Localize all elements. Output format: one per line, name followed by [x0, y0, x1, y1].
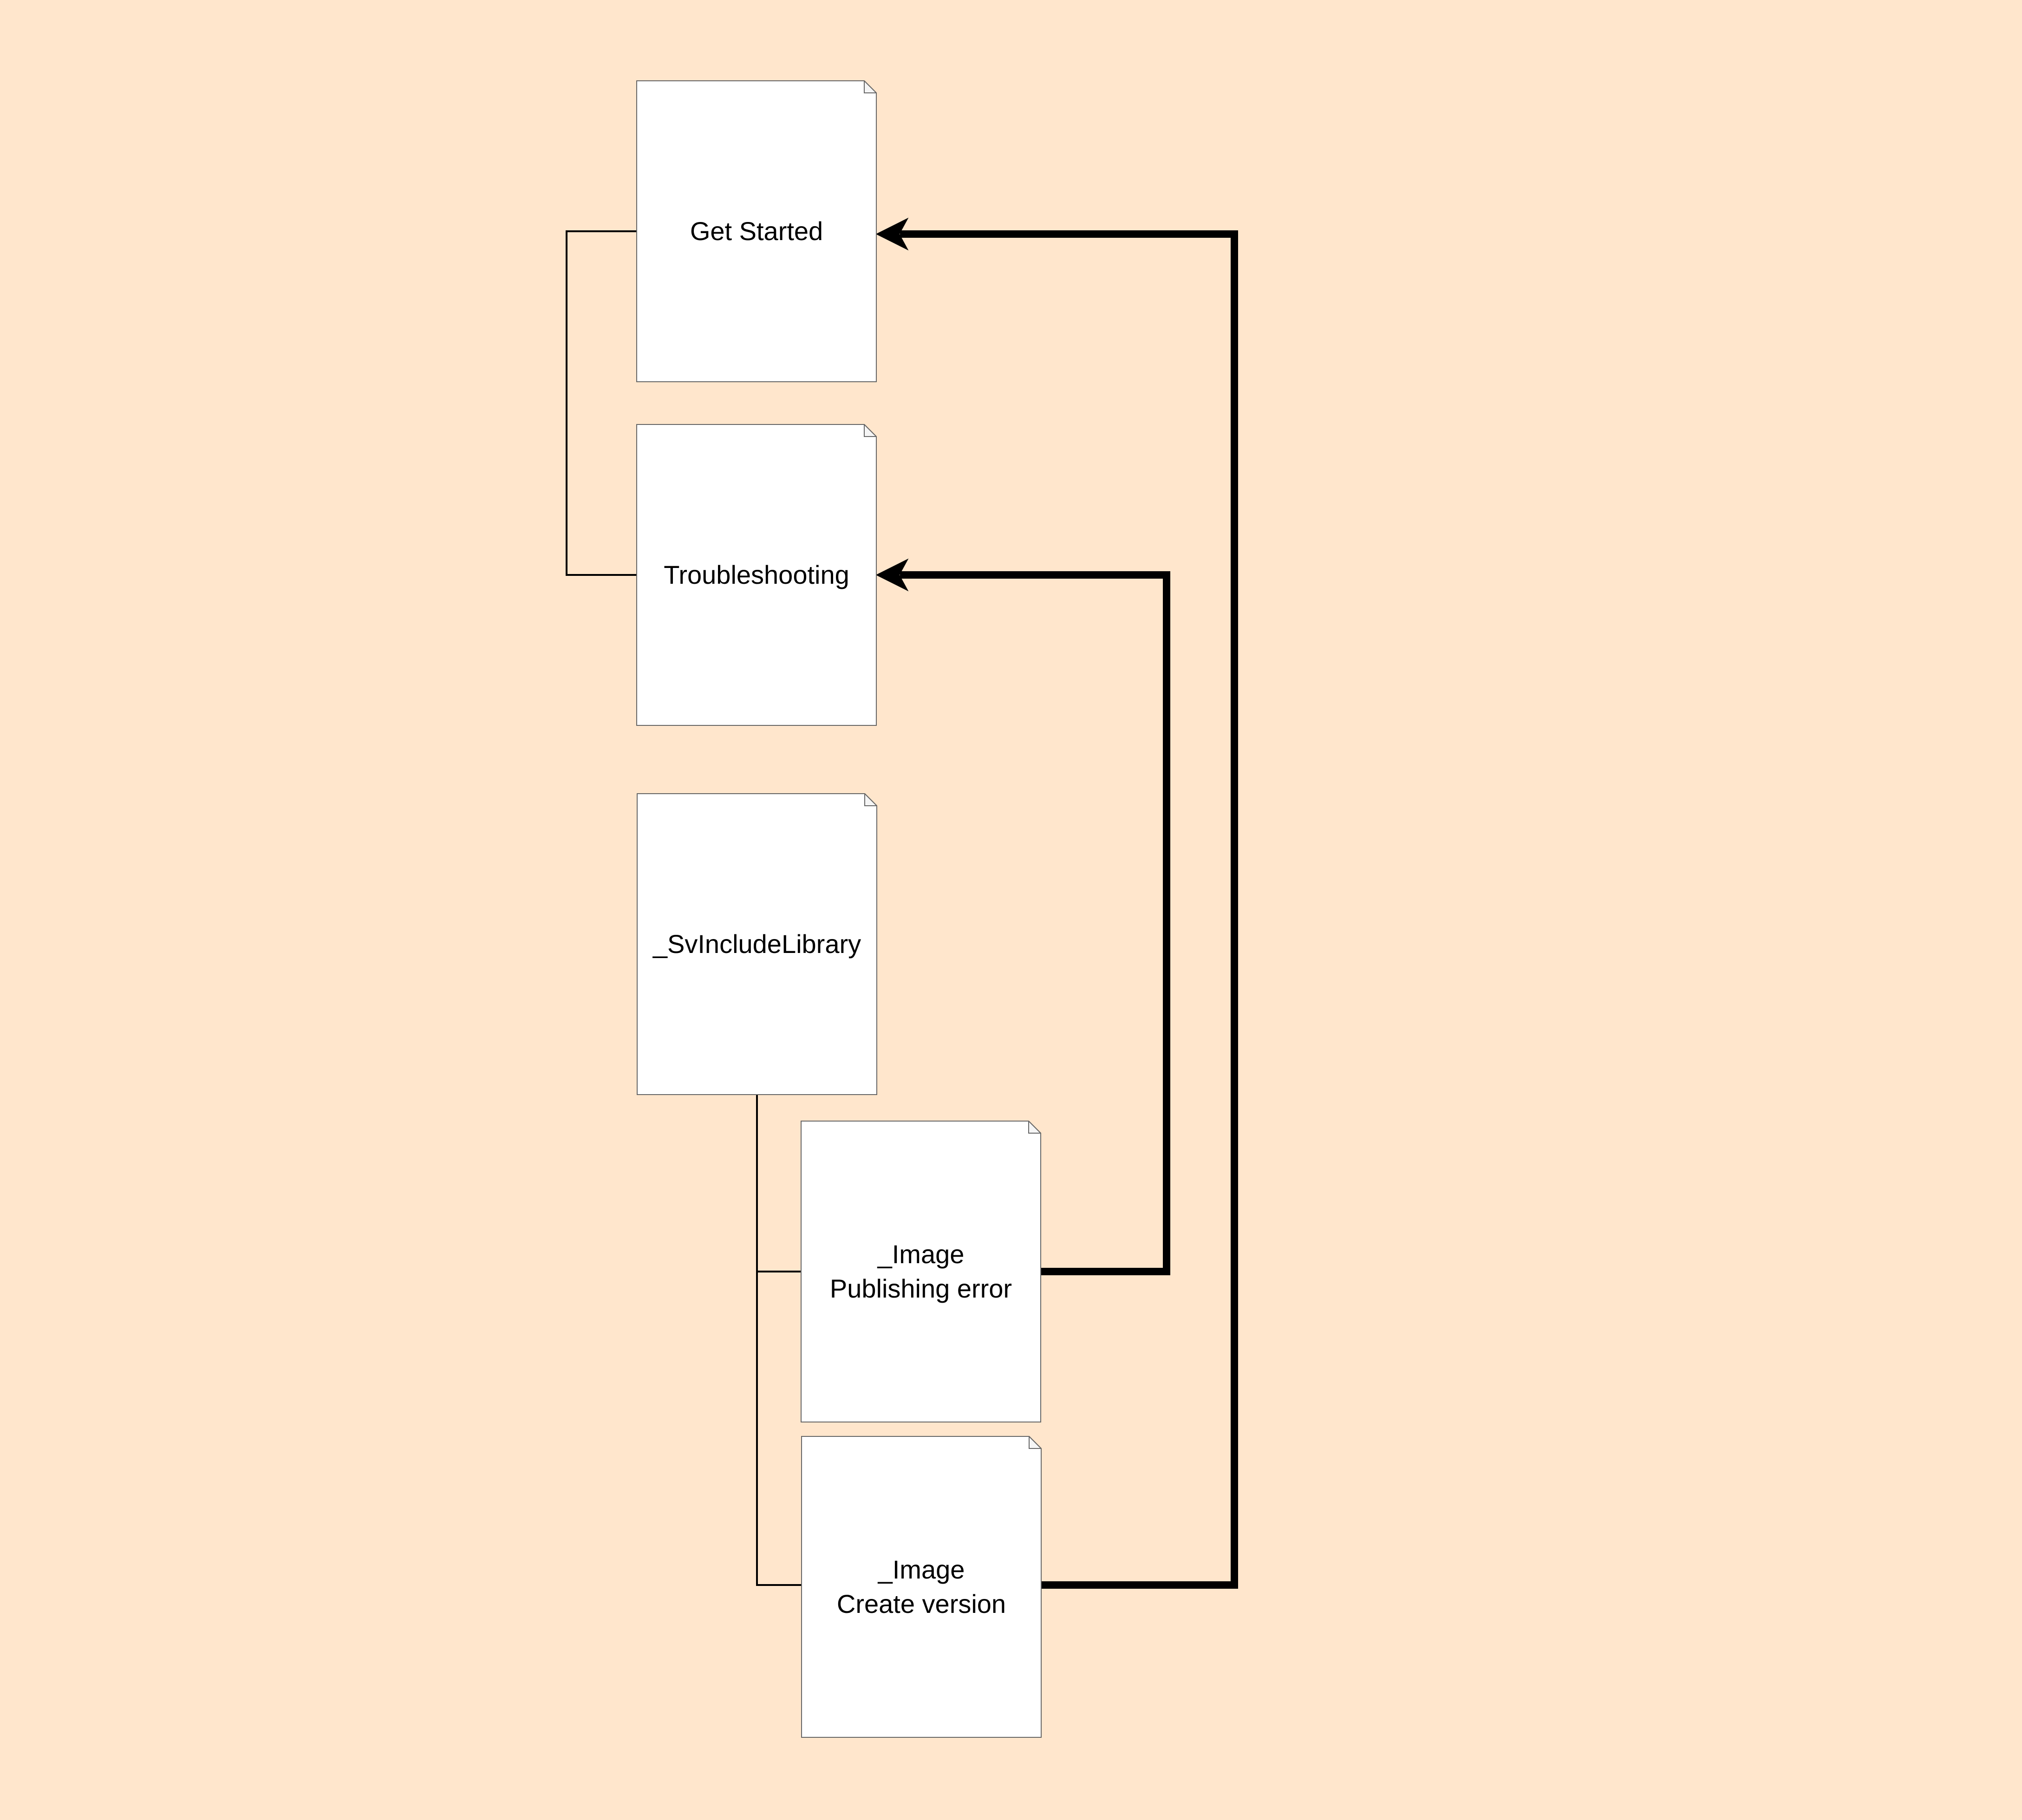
note-page-icon [636, 80, 877, 382]
note-page-icon [801, 1436, 1042, 1738]
node-get-started[interactable]: Get Started [636, 80, 877, 382]
edge-image-create-version-to-get-started [900, 230, 1238, 1589]
node-troubleshooting[interactable]: Troubleshooting [636, 424, 877, 726]
edge-sv-include-library-to-image-create-version [756, 1095, 801, 1586]
node-image-create-version[interactable]: _Image Create version [801, 1436, 1042, 1738]
node-image-publishing-error[interactable]: _Image Publishing error [801, 1121, 1041, 1422]
edge-image-publishing-error-to-troubleshooting [900, 571, 1170, 1275]
edge-sv-include-library-to-image-publishing-error [756, 1095, 801, 1272]
note-page-icon [801, 1121, 1041, 1422]
note-page-icon [637, 793, 877, 1095]
node-sv-include-library[interactable]: _SvIncludeLibrary [637, 793, 877, 1095]
edge-get-started-to-troubleshooting [566, 230, 636, 576]
note-page-icon [636, 424, 877, 726]
arrowhead-into-get-started [875, 217, 909, 251]
arrowhead-into-troubleshooting [875, 558, 909, 592]
